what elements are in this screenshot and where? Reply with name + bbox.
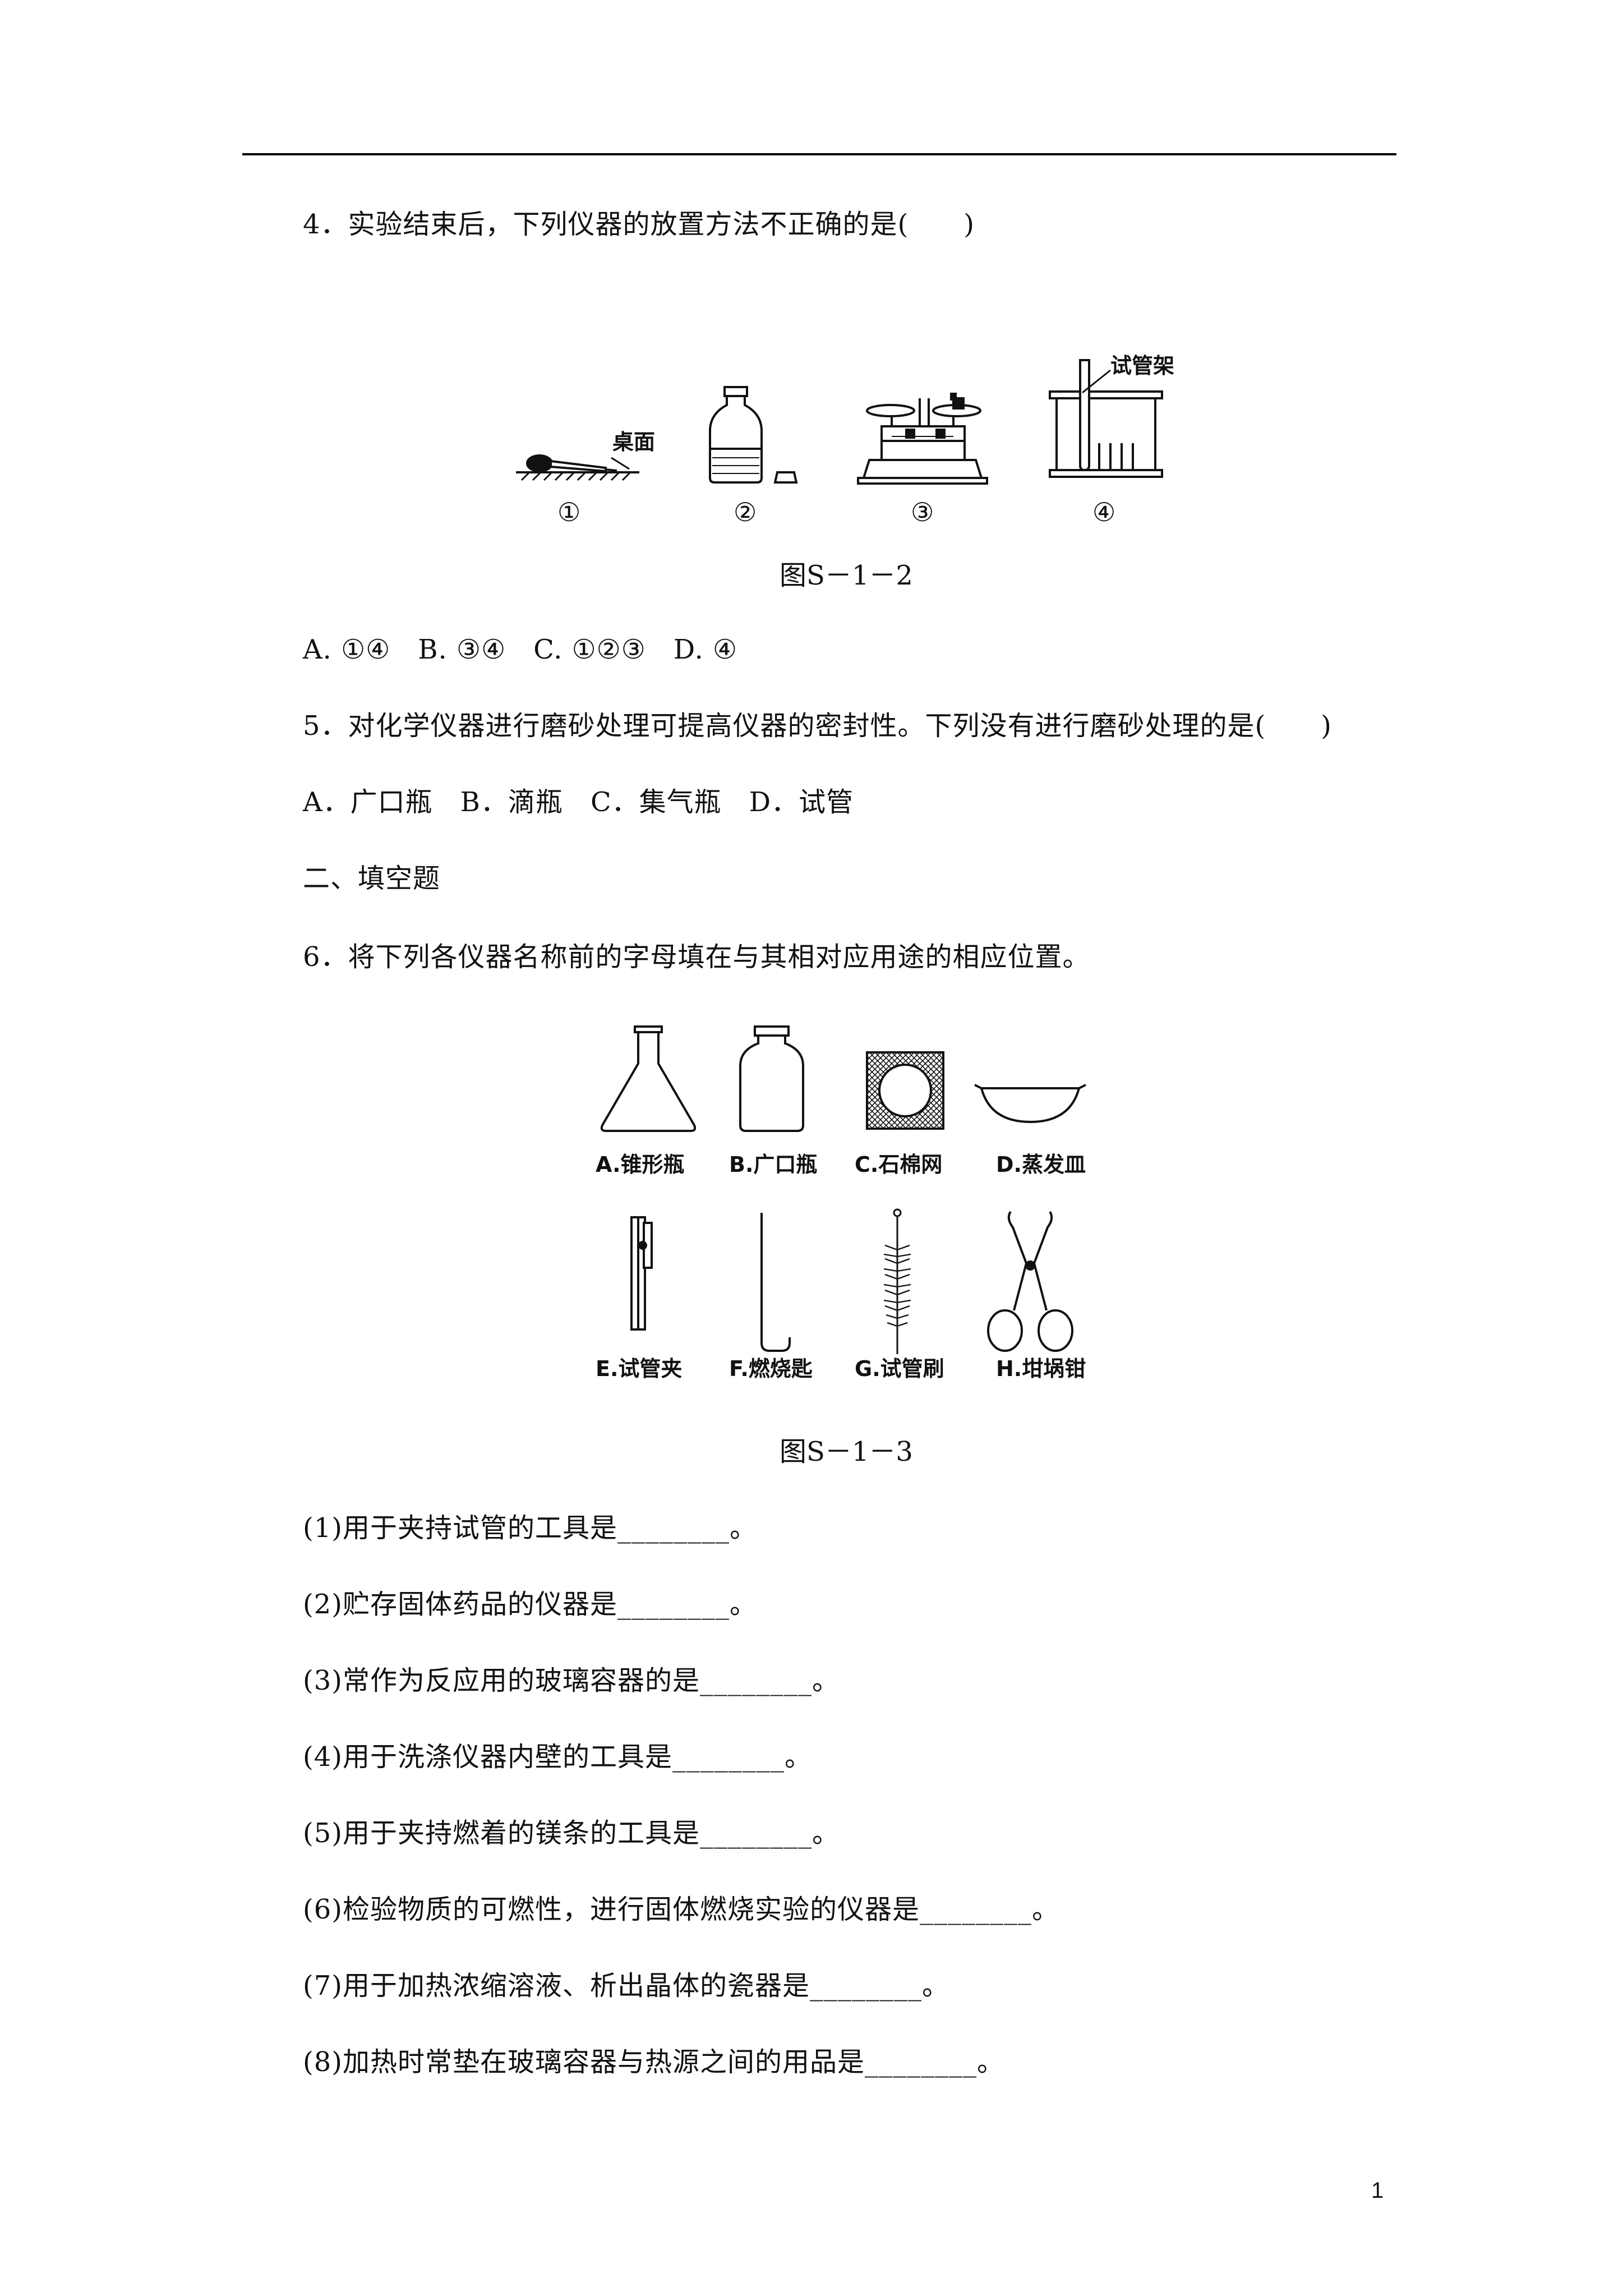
instrument-label-b: B.广口瓶 — [729, 1152, 818, 1177]
q5-stem: 5．对化学仪器进行磨砂处理可提高仪器的密封性。下列没有进行磨砂处理的是( ) — [303, 710, 1332, 742]
asbestos-gauze-illustration — [866, 1051, 944, 1130]
q6-item-3: (3)常作为反应用的玻璃容器的是________。 — [303, 1665, 840, 1696]
q6-item-4: (4)用于洗涤仪器内壁的工具是________。 — [303, 1741, 812, 1773]
instrument-label-e: E.试管夹 — [596, 1356, 683, 1381]
q6-stem: 6．将下列各仪器名称前的字母填在与其相对应用途的相应位置。 — [303, 941, 1090, 973]
figure-s-1-3 — [600, 1025, 1086, 1354]
crucible-tongs-illustration — [987, 1211, 1073, 1352]
q4-stem: 4．实验结束后，下列仪器的放置方法不正确的是( ) — [303, 209, 975, 240]
instrument-label-d: D.蒸发皿 — [996, 1152, 1086, 1177]
figure-caption-s-1-3: 图S－1－3 — [780, 1436, 913, 1467]
q4-options: A. ①④ B. ③④ C. ①②③ D. ④ — [303, 634, 738, 665]
q6-item-7: (7)用于加热浓缩溶液、析出晶体的瓷器是________。 — [303, 1970, 949, 2001]
q5-options: A．广口瓶 B．滴瓶 C．集气瓶 D．试管 — [303, 786, 854, 818]
q6-item-2: (2)贮存固体药品的仪器是________。 — [303, 1589, 757, 1620]
section-title: 二、填空题 — [303, 863, 441, 894]
test-tube-holder-illustration — [630, 1216, 653, 1331]
instrument-label-c: C.石棉网 — [855, 1152, 943, 1177]
figure-number-3: ③ — [911, 497, 934, 527]
wide-mouth-bottle-illustration — [739, 1025, 804, 1132]
figure-number-1: ① — [557, 497, 581, 527]
instrument-label-f: F.燃烧匙 — [729, 1356, 813, 1381]
combustion-spoon-illustration — [760, 1213, 791, 1352]
q6-item-6: (6)检验物质的可燃性，进行固体燃烧实验的仪器是________。 — [303, 1894, 1059, 1925]
reagent-bottle-illustration — [709, 386, 798, 484]
dropper-on-desk-illustration — [516, 454, 639, 481]
balance-illustration — [857, 393, 988, 485]
q6-item-5: (5)用于夹持燃着的镁条的工具是________。 — [303, 1818, 840, 1849]
figure-number-4: ④ — [1092, 497, 1116, 527]
conical-flask-illustration — [600, 1025, 697, 1132]
figure-number-2: ② — [734, 497, 757, 527]
q6-item-1: (1)用于夹持试管的工具是________。 — [303, 1512, 757, 1544]
figure-s-1-2 — [516, 359, 1163, 485]
test-tube-brush-illustration — [883, 1208, 911, 1354]
desk-label: 桌面 — [612, 430, 656, 454]
q6-item-8: (8)加热时常垫在玻璃容器与热源之间的用品是________。 — [303, 2046, 1004, 2078]
test-tube-rack-illustration — [1049, 359, 1163, 478]
rack-label: 试管架 — [1110, 353, 1175, 378]
evaporating-dish-illustration — [974, 1084, 1086, 1124]
figure-caption-s-1-2: 图S－1－2 — [780, 560, 913, 591]
header-rule — [242, 153, 1396, 155]
page-number: 1 — [1371, 2178, 1384, 2203]
instrument-label-h: H.坩埚钳 — [996, 1356, 1086, 1381]
instrument-label-a: A.锥形瓶 — [596, 1152, 685, 1177]
instrument-label-g: G.试管刷 — [855, 1356, 944, 1381]
